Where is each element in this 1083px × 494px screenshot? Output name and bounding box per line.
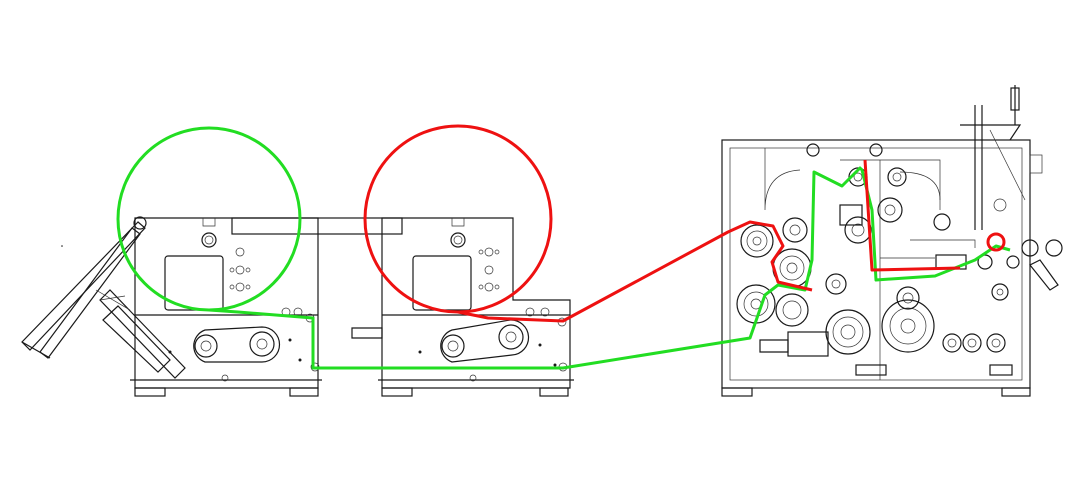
swing-arm xyxy=(21,216,186,379)
tension-mast xyxy=(960,85,1043,230)
fastener-cluster xyxy=(478,247,500,292)
red-roll xyxy=(363,124,553,314)
main-machine xyxy=(721,85,1063,397)
green-web-path xyxy=(116,126,1011,370)
belt-drive xyxy=(193,326,281,363)
red-web-path xyxy=(363,124,1006,323)
roller-set xyxy=(736,143,1063,355)
red-nip-roller xyxy=(986,232,1006,252)
unwind-stand-2 xyxy=(351,217,574,397)
green-roll xyxy=(116,126,302,312)
belt-drive xyxy=(440,319,530,363)
unwind-stand-1 xyxy=(21,216,403,397)
fastener-cluster xyxy=(229,247,251,292)
